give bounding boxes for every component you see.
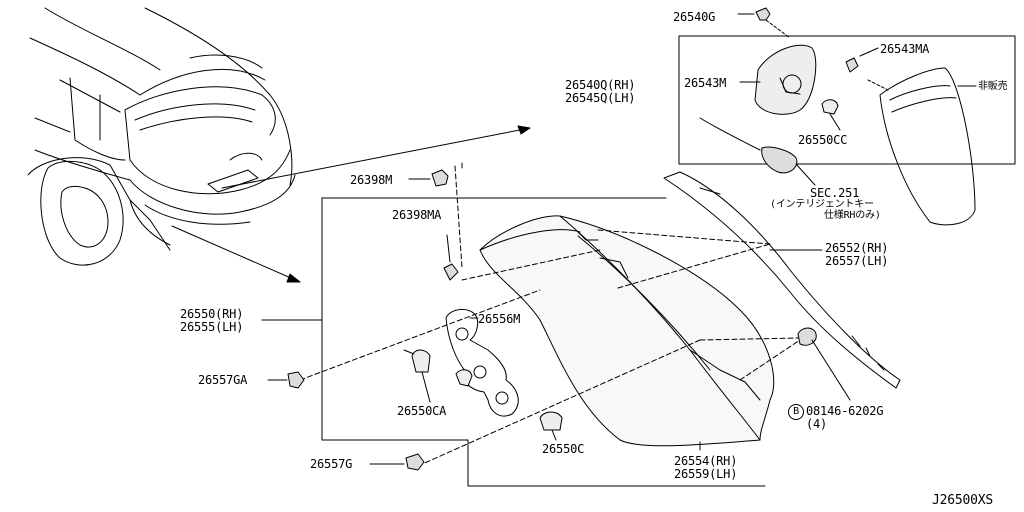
clip-icon bbox=[443, 263, 459, 281]
bulb-icon bbox=[403, 349, 431, 403]
clip-icon bbox=[287, 371, 305, 389]
label-26540q-rh: 26540Q(RH) bbox=[565, 78, 636, 92]
dashed-leaders bbox=[299, 159, 801, 467]
label-26557g: 26557G bbox=[310, 457, 353, 471]
callout-arrows bbox=[171, 125, 531, 283]
tail-lamp-icon bbox=[867, 67, 977, 226]
label-26550ca: 26550CA bbox=[397, 404, 447, 418]
label-26554-rh: 26554(RH) bbox=[674, 454, 738, 468]
bulb-icon bbox=[821, 99, 841, 131]
label-26545q-lh: 26545Q(LH) bbox=[565, 91, 636, 105]
label-26559-lh: 26559(LH) bbox=[674, 467, 738, 481]
inset-box bbox=[678, 35, 1016, 165]
label-26398m: 26398M bbox=[350, 173, 393, 187]
lamp-housing-plate bbox=[754, 44, 817, 115]
assembly-box bbox=[321, 197, 766, 487]
clip-icon bbox=[405, 453, 425, 471]
label-bolt-qty: (4) bbox=[806, 417, 828, 431]
bolt-marker-icon: B bbox=[788, 404, 804, 420]
bulb-icon bbox=[539, 411, 563, 441]
label-sec251: SEC.251 bbox=[810, 186, 860, 200]
tail-lamp-icon bbox=[479, 215, 775, 447]
label-26557-lh: 26557(LH) bbox=[825, 254, 889, 268]
nut-icon bbox=[845, 47, 879, 73]
label-26543m: 26543M bbox=[684, 76, 727, 90]
bolt-icon bbox=[797, 327, 851, 401]
label-26557ga: 26557GA bbox=[198, 373, 248, 387]
socket-icon bbox=[699, 117, 816, 186]
label-26543ma: 26543MA bbox=[880, 42, 930, 56]
label-26550-rh: 26550(RH) bbox=[180, 307, 244, 321]
label-not-sold: 非販売 bbox=[978, 81, 1008, 92]
label-26540g: 26540G bbox=[673, 10, 716, 24]
car-rear-icon bbox=[27, 7, 296, 266]
label-26550cc: 26550CC bbox=[798, 133, 848, 147]
label-26556m: 26556M bbox=[478, 312, 521, 326]
clip-icon bbox=[755, 7, 791, 39]
clip-icon bbox=[431, 169, 449, 187]
label-sec251-note-1: (インテリジェントキー bbox=[770, 199, 874, 210]
label-08146-6202g: 08146-6202G bbox=[806, 404, 884, 418]
bulb-icon bbox=[455, 369, 473, 387]
label-26552-rh: 26552(RH) bbox=[825, 241, 889, 255]
label-26398ma: 26398MA bbox=[392, 208, 442, 222]
label-sec251-note-2: 仕様RHのみ) bbox=[824, 210, 881, 221]
garnish-strip bbox=[663, 171, 901, 389]
label-26555-lh: 26555(LH) bbox=[180, 320, 244, 334]
label-26550c: 26550C bbox=[542, 442, 585, 456]
diagram-reference-code: J26500XS bbox=[932, 493, 994, 508]
